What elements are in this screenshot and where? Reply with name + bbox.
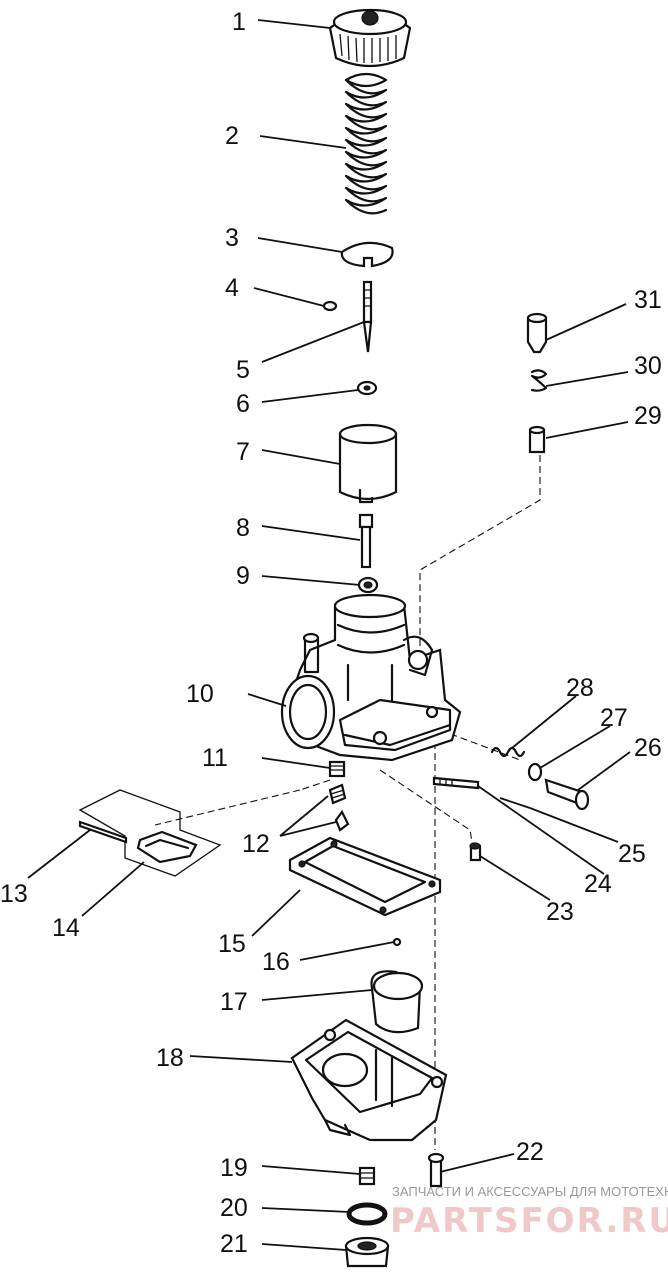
- callout-20: 20: [220, 1194, 248, 1222]
- callout-9: 9: [236, 562, 250, 590]
- part-22-screw: [427, 1152, 445, 1188]
- part-4-clip: [322, 300, 338, 312]
- part-29-31-choke-set: [526, 312, 548, 454]
- watermark: PARTSFOR.RU ЗАПЧАСТИ И АКСЕССУАРЫ ДЛЯ МО…: [390, 1184, 668, 1241]
- callout-24: 24: [584, 870, 612, 898]
- callout-16: 16: [262, 948, 290, 976]
- part-10-carburetor-body: [280, 593, 462, 762]
- part-17-float: [370, 970, 424, 1034]
- callout-19: 19: [220, 1154, 248, 1182]
- part-21-plug: [344, 1236, 390, 1268]
- callout-labels: 1 2 3 4 5 6 7 8 9 10 11 12 13 14 15 16 1…: [0, 8, 662, 1258]
- part-12-main-jet: [328, 783, 350, 832]
- callout-13: 13: [0, 880, 28, 908]
- callout-11: 11: [202, 744, 228, 772]
- leader-lines: [27, 19, 631, 1251]
- callout-6: 6: [236, 390, 250, 418]
- part-25-28-idle-screw-set: [490, 746, 590, 811]
- callout-25: 25: [618, 840, 646, 868]
- callout-12: 12: [242, 830, 270, 858]
- part-20-o-ring: [346, 1202, 388, 1226]
- callout-28: 28: [566, 674, 594, 702]
- callout-29: 29: [634, 402, 662, 430]
- part-13-14-float-arm: [78, 789, 222, 877]
- part-24-pilot-screw: [432, 776, 480, 790]
- callout-15: 15: [218, 930, 246, 958]
- part-6-washer: [356, 380, 378, 396]
- callout-8: 8: [236, 514, 250, 542]
- callout-5: 5: [236, 356, 250, 384]
- callout-23: 23: [546, 898, 574, 926]
- callout-26: 26: [634, 734, 662, 762]
- part-23-screw: [469, 842, 482, 862]
- part-19-drain-screw: [358, 1166, 376, 1186]
- callout-31: 31: [634, 286, 662, 314]
- part-16-pin: [392, 937, 402, 947]
- callout-10: 10: [186, 680, 214, 708]
- part-8-needle-jet: [358, 513, 374, 569]
- part-2-spring: [344, 72, 388, 217]
- part-1-cap: [328, 8, 412, 68]
- callout-21: 21: [220, 1230, 248, 1258]
- callout-18: 18: [156, 1044, 184, 1072]
- callout-17: 17: [220, 988, 248, 1016]
- callout-30: 30: [634, 352, 662, 380]
- callout-1: 1: [232, 8, 246, 36]
- callout-14: 14: [52, 914, 80, 942]
- callout-3: 3: [225, 224, 239, 252]
- callout-22: 22: [516, 1138, 544, 1166]
- callout-2: 2: [225, 122, 239, 150]
- part-18-float-bowl: [290, 1018, 448, 1142]
- part-7-throttle-valve: [338, 423, 398, 504]
- part-9-o-ring: [357, 576, 379, 594]
- part-3-plate: [340, 241, 394, 268]
- callout-7: 7: [236, 438, 250, 466]
- part-5-needle: [362, 280, 373, 353]
- callout-4: 4: [225, 274, 239, 302]
- part-11-jet-holder: [328, 760, 346, 778]
- part-15-gasket: [288, 836, 442, 917]
- callout-27: 27: [600, 704, 628, 732]
- watermark-brand: PARTSFOR.RU: [390, 1201, 668, 1241]
- watermark-caption: ЗАПЧАСТИ И АКСЕССУАРЫ ДЛЯ МОТОТЕХНИКИ: [392, 1184, 668, 1199]
